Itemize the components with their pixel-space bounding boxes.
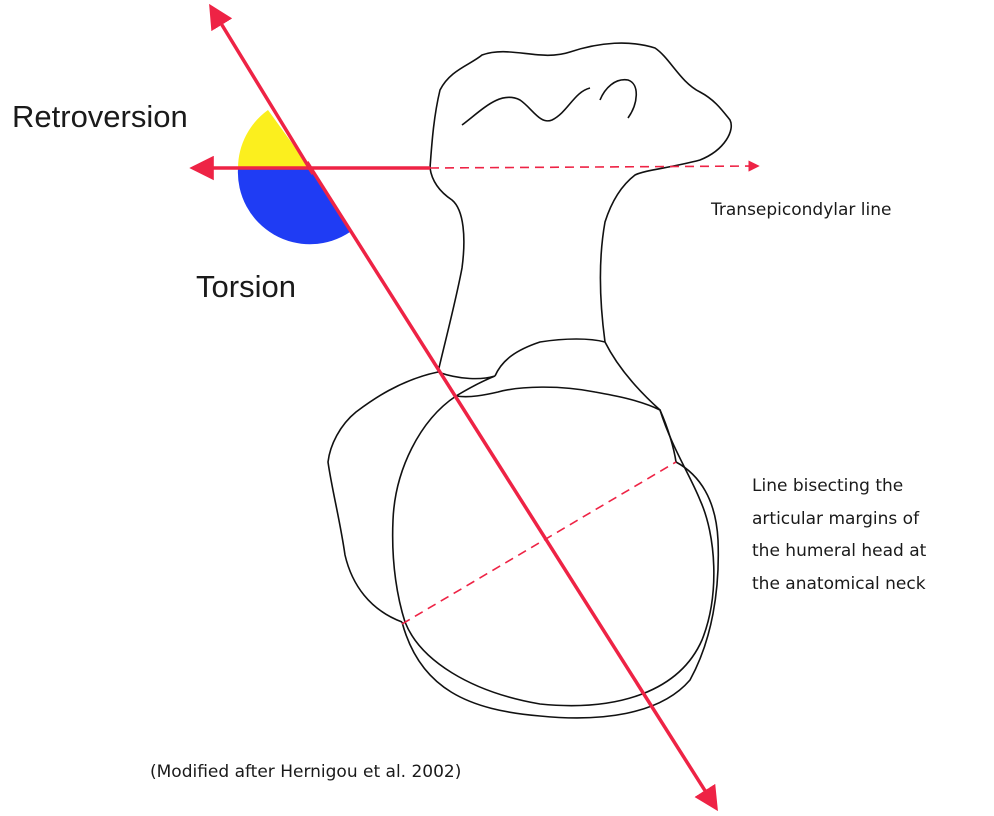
retroversion-label: Retroversion (12, 99, 188, 135)
retroversion-wedge (238, 110, 310, 168)
condyle-ridge-1 (462, 88, 590, 125)
bisecting-line-label-line-3: the humeral head at (752, 535, 990, 568)
transepicondylar-dashed-line (430, 166, 758, 168)
humeral-shaft-outline (430, 168, 464, 372)
transepicondylar-line-label: Transepicondylar line (711, 200, 891, 220)
bisecting-line-label: Line bisecting the articular margins of … (752, 470, 990, 600)
bisecting-line-label-line-1: Line bisecting the (752, 470, 990, 503)
bisecting-line-label-line-2: articular margins of (752, 503, 990, 536)
humeral-head-outline (393, 387, 714, 705)
source-credit: (Modified after Hernigou et al. 2002) (150, 762, 461, 782)
humeral-head-axis-arrow-lower (307, 162, 716, 808)
torsion-label: Torsion (196, 269, 296, 305)
articular-bisector-dashed-line (402, 462, 676, 624)
distal-humerus-outline (430, 43, 731, 342)
tuberosity-outline (328, 339, 676, 622)
bisecting-line-label-line-4: the anatomical neck (752, 568, 990, 601)
condyle-ridge-2 (600, 80, 636, 118)
